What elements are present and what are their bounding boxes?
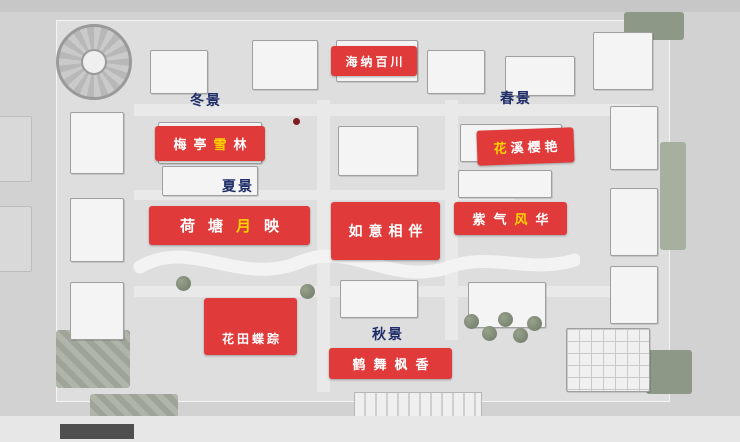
zone-banner-hua-tian-die-zong: 花田蝶踪 <box>204 298 297 355</box>
winding-path <box>133 249 580 279</box>
top-margin-strip <box>0 0 740 12</box>
road <box>317 100 330 392</box>
building <box>70 282 124 340</box>
season-label-summer: 夏景 <box>222 179 254 195</box>
building <box>505 56 575 96</box>
season-label-winter: 冬景 <box>190 93 222 109</box>
season-label-autumn: 秋景 <box>372 327 404 343</box>
tree <box>482 326 497 341</box>
zone-label: 紫气 <box>472 213 515 228</box>
building <box>610 266 658 324</box>
zone-label: 鹤舞枫香 <box>352 358 437 373</box>
building <box>162 166 258 196</box>
green-area <box>646 350 692 394</box>
zone-banner-zi-qi-feng-hua: 紫气风华 <box>454 202 567 235</box>
season-label-spring: 春景 <box>500 91 532 107</box>
plaza-center <box>81 49 107 75</box>
zone-label: 海纳百川 <box>345 54 406 69</box>
building <box>610 106 658 170</box>
zone-label: 梅亭 <box>173 138 214 153</box>
zone-banner-he-tang-yue-ying: 荷塘月映 <box>149 206 310 245</box>
building <box>0 116 32 182</box>
circular-plaza <box>56 24 132 100</box>
zone-banner-mei-ting-xue-lin: 梅亭雪林 <box>155 126 265 161</box>
building <box>252 40 318 90</box>
zone-label-highlight: 花 <box>493 141 511 158</box>
building <box>593 32 653 90</box>
zone-banner-ru-yi-xiang-ban: 如意相伴 <box>331 202 440 260</box>
building <box>0 206 32 272</box>
road <box>445 100 458 340</box>
zone-banner-he-wu-feng-xiang: 鹤舞枫香 <box>329 348 452 379</box>
tree <box>513 328 528 343</box>
road <box>134 104 640 116</box>
bottom-dark-block <box>60 424 134 439</box>
tree <box>464 314 479 329</box>
building <box>340 280 418 318</box>
building <box>458 170 552 198</box>
zone-label-highlight: 风 <box>514 213 536 228</box>
tree <box>300 284 315 299</box>
zone-banner-hua-xi-ying-yan: 花溪樱艳 <box>476 127 575 166</box>
zone-label: 华 <box>535 213 557 228</box>
building <box>427 50 485 94</box>
building <box>150 50 208 94</box>
building <box>566 328 650 392</box>
building <box>338 126 418 176</box>
tree <box>527 316 542 331</box>
zone-label: 溪樱艳 <box>510 139 562 157</box>
tree <box>176 276 191 291</box>
building <box>70 198 124 262</box>
tree <box>498 312 513 327</box>
zone-banner-hai-na-bai-chuan: 海纳百川 <box>331 46 417 76</box>
zone-label: 如意相伴 <box>348 224 429 240</box>
marker-dot <box>293 118 300 125</box>
zone-label-highlight: 雪 <box>213 138 234 153</box>
green-area <box>660 142 686 250</box>
building <box>610 188 658 256</box>
zone-label: 花田蝶踪 <box>221 332 282 346</box>
zone-label: 林 <box>233 138 254 153</box>
zone-label: 荷塘 <box>179 217 236 235</box>
building <box>70 112 124 174</box>
zone-label: 映 <box>264 217 293 235</box>
zone-label-highlight: 月 <box>235 217 264 235</box>
